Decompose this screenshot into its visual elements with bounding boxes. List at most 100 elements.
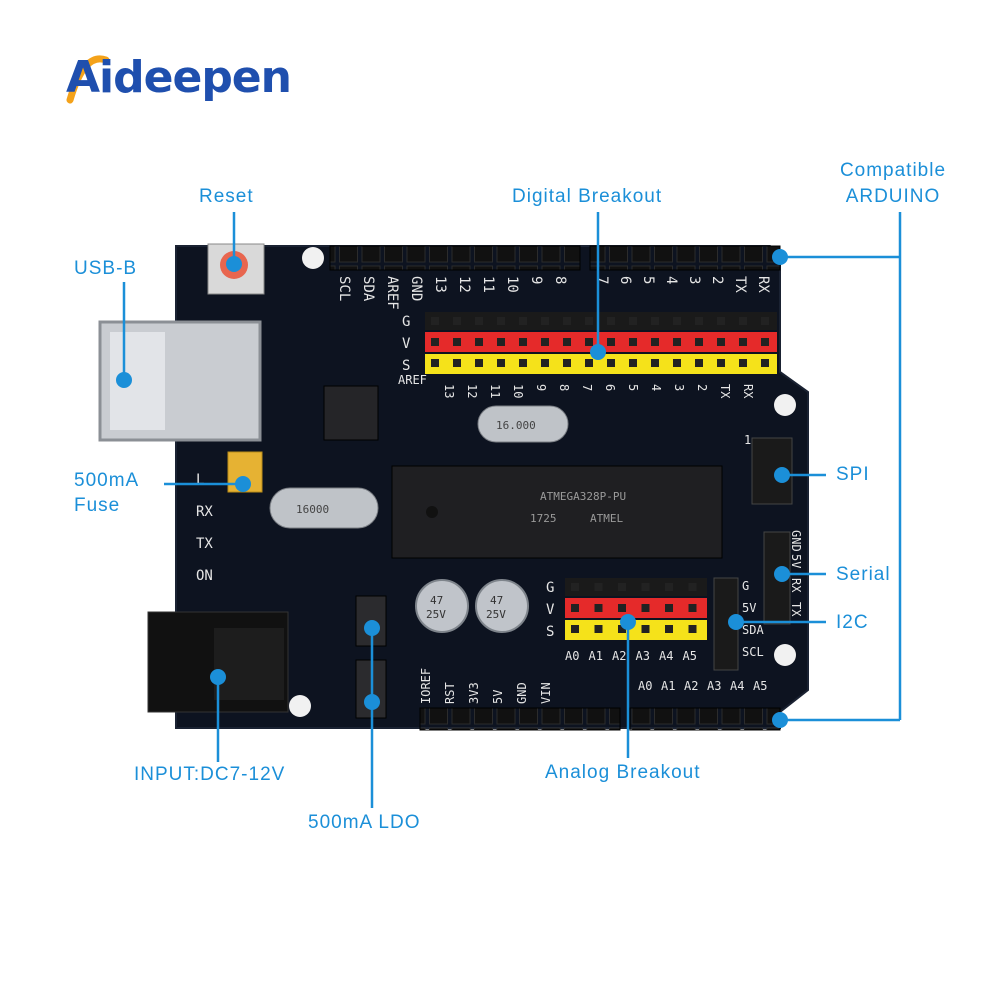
header-pin	[739, 317, 747, 325]
digital-row-red	[425, 332, 777, 352]
header-pin	[585, 317, 593, 325]
brand-logo: Aideepen	[66, 50, 316, 110]
top-pin-label: SCL	[336, 276, 352, 301]
top-pin-label: 11	[480, 276, 496, 293]
top-pin-label: 9	[528, 276, 544, 284]
top-pin-label: 4	[663, 276, 679, 284]
led-label: L	[196, 472, 204, 488]
i2c-pin-label: SCL	[742, 645, 764, 659]
top-pin-label: GND	[408, 276, 424, 301]
gvs-label-analog: G	[546, 580, 554, 596]
header-pin	[717, 338, 725, 346]
bottom-header-power	[419, 707, 621, 731]
header-pin	[695, 359, 703, 367]
header-pin	[651, 317, 659, 325]
mounting-hole	[289, 695, 311, 717]
header-pin	[497, 359, 505, 367]
header-pin	[673, 338, 681, 346]
bottom-analog-label: A1	[661, 679, 675, 693]
digital-row-label: 13	[442, 384, 456, 398]
header-pin	[585, 359, 593, 367]
header-pin	[563, 317, 571, 325]
header-pin	[688, 625, 697, 633]
header-pin	[673, 317, 681, 325]
header-pin	[629, 317, 637, 325]
header-pin	[695, 338, 703, 346]
header-pin	[475, 317, 483, 325]
gvs-label-analog: V	[546, 602, 555, 618]
header-pin	[563, 359, 571, 367]
analog-row-red	[565, 598, 707, 618]
top-header-left	[329, 245, 581, 271]
header-pin	[571, 625, 579, 633]
i2c-pin-label: 5V	[742, 601, 756, 615]
top-pin-label: 5	[640, 276, 656, 284]
header-pin	[607, 338, 615, 346]
header-pin	[607, 359, 615, 367]
header-pin	[594, 625, 603, 633]
header-pin	[453, 338, 461, 346]
callout-fuse-line2: Fuse	[74, 495, 121, 516]
header-pin	[431, 317, 439, 325]
digital-pin-grid	[431, 317, 769, 367]
header-pin	[541, 317, 549, 325]
header-pin	[431, 359, 439, 367]
bottom-analog-label: A3	[707, 679, 721, 693]
header-pin	[453, 317, 461, 325]
digital-row-label: 7	[580, 384, 594, 391]
header-pin	[673, 359, 681, 367]
digital-row-label: 11	[488, 384, 502, 398]
header-pin	[571, 604, 579, 612]
chip-label-line1: ATMEGA328P-PU	[540, 490, 626, 503]
callout-fuse-line1: 500mA	[74, 470, 140, 491]
brand-swoosh-icon	[66, 55, 110, 104]
led-label: RX	[196, 504, 213, 520]
digital-row-label: 2	[695, 384, 709, 391]
analog-header-label: A3	[636, 649, 650, 663]
digital-row-label: 8	[557, 384, 571, 391]
header-pin	[519, 317, 527, 325]
chip-notch	[426, 506, 438, 518]
gvs-label: V	[402, 336, 411, 352]
mounting-hole	[302, 247, 324, 269]
top-pin-label: 8	[552, 276, 568, 284]
callout-usb-b: USB-B	[74, 258, 138, 279]
header-pin	[519, 338, 527, 346]
header-pin	[761, 317, 769, 325]
header-pin	[585, 338, 593, 346]
power-pin-label: VIN	[539, 682, 553, 704]
digital-row-black	[425, 312, 777, 330]
dc-jack-barrel	[214, 628, 284, 700]
digital-row-label: 9	[534, 384, 548, 391]
serial-pin-label: RX	[789, 578, 803, 593]
digital-row-label: 6	[603, 384, 617, 391]
mounting-hole	[774, 394, 796, 416]
analog-pin-grid	[571, 583, 697, 633]
header-pin	[665, 583, 673, 591]
digital-row-label: AREF	[398, 373, 427, 387]
digital-row-label: 12	[465, 384, 479, 398]
header-pin	[431, 338, 439, 346]
header-pin	[717, 317, 725, 325]
header-pin	[629, 338, 637, 346]
bottom-analog-label: A2	[684, 679, 698, 693]
top-pin-label: RX	[755, 276, 771, 293]
header-pin	[695, 317, 703, 325]
top-pin-label: 6	[617, 276, 633, 284]
header-pin	[665, 604, 673, 612]
top-pin-label: 7	[594, 276, 610, 284]
digital-row-label: 5	[626, 384, 640, 391]
callout-input: INPUT:DC7-12V	[134, 764, 286, 785]
power-pin-label: RST	[443, 682, 457, 704]
header-pin	[688, 604, 697, 612]
header-pin	[688, 583, 697, 591]
power-pin-label: 3V3	[467, 682, 481, 704]
header-pin	[475, 338, 483, 346]
serial-pin-label: TX	[789, 602, 803, 617]
callout-compatible-line1: Compatible	[839, 160, 947, 181]
header-pin	[618, 583, 626, 591]
